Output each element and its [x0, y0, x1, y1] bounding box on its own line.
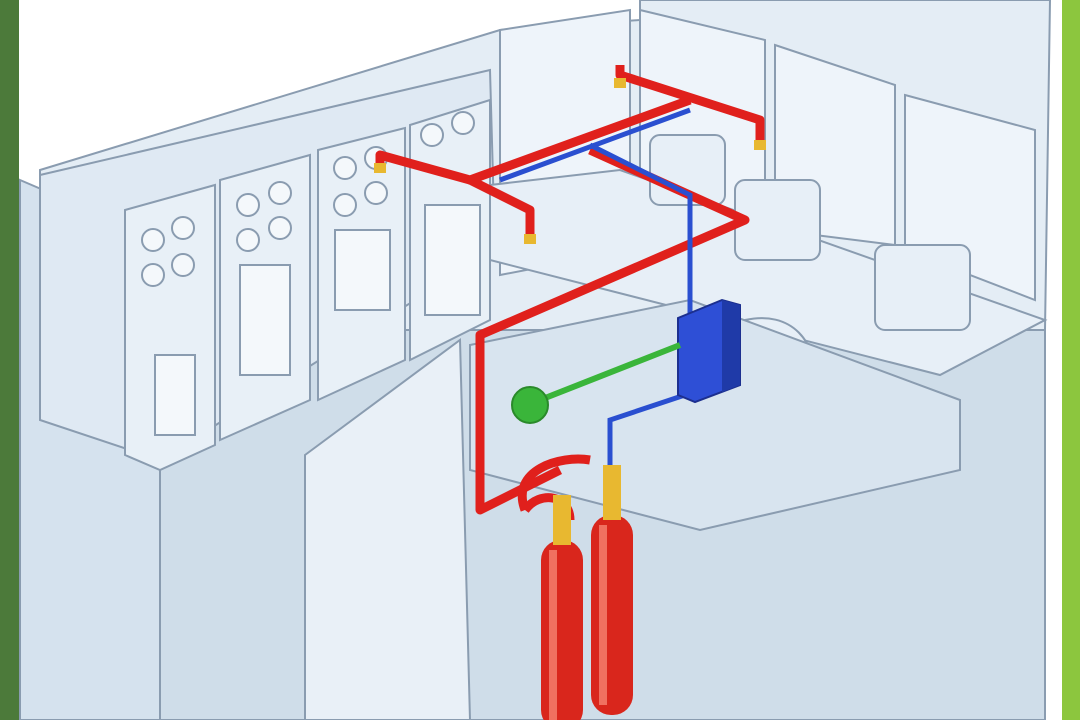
agent-distribution-piping	[375, 65, 765, 521]
cylinder-valve	[603, 465, 621, 520]
agent-cylinders	[541, 465, 633, 720]
cylinder	[541, 540, 583, 720]
manual-release-station	[511, 342, 682, 424]
monitor	[874, 244, 971, 331]
workstation	[304, 134, 1048, 720]
nozzle	[524, 234, 536, 244]
frame-border-left	[0, 0, 19, 720]
discharge-nozzles	[374, 78, 766, 244]
frame-border-right	[1062, 0, 1080, 720]
room-partition	[304, 338, 472, 720]
fire-suppression-illustration	[19, 0, 1052, 720]
cylinder	[591, 515, 633, 715]
control-panel	[677, 298, 741, 404]
cylinder-valve	[553, 495, 571, 545]
nozzle	[374, 163, 386, 173]
detection-line	[499, 107, 701, 470]
nozzle	[754, 140, 766, 150]
nozzle	[614, 78, 626, 88]
